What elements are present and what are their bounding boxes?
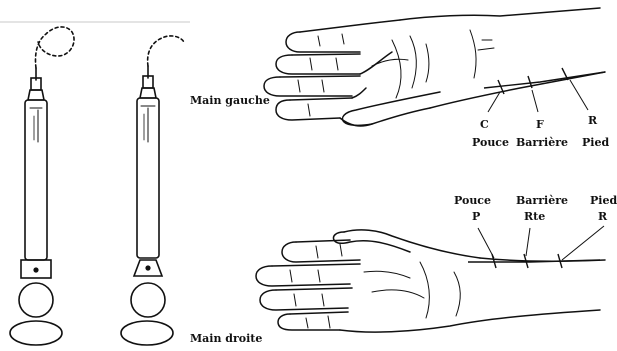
right-point-rte-letter: Rte	[524, 210, 545, 223]
right-point-r-name: Pied	[590, 194, 617, 207]
left-hand-label: Main gauche	[190, 94, 270, 107]
left-point-c-letter: C	[480, 118, 489, 131]
right-point-rte-name: Barrière	[516, 194, 568, 207]
left-point-f-letter: F	[536, 118, 544, 131]
left-point-r-letter: R	[588, 114, 598, 127]
left-point-c-name: Pouce	[472, 136, 509, 149]
left-point-f-name: Barrière	[516, 136, 568, 149]
right-point-r-letter: R	[598, 210, 608, 223]
right-hand-label: Main droite	[190, 332, 262, 345]
right-point-p-name: Pouce	[454, 194, 491, 207]
left-point-r-name: Pied	[582, 136, 609, 149]
right-point-p-letter: P	[472, 210, 480, 223]
